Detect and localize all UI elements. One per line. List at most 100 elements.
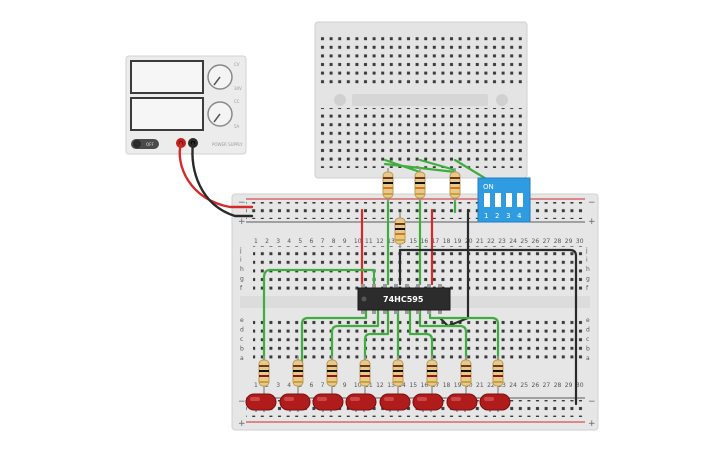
- dip-switch-on-label: ON: [483, 183, 494, 191]
- led2-wire[interactable]: [300, 308, 368, 364]
- input-resistors: [382, 168, 461, 248]
- column-number-top: 9: [343, 238, 347, 245]
- rail-bottom-minus-right: −: [588, 397, 596, 407]
- column-number-top: 26: [532, 238, 540, 245]
- led7-wire[interactable]: [418, 308, 468, 364]
- row-letter: c: [240, 336, 243, 343]
- column-number-top: 15: [409, 238, 417, 245]
- led[interactable]: [446, 393, 478, 412]
- wires: [178, 141, 578, 406]
- resistor[interactable]: [292, 356, 304, 396]
- row-letter: e: [586, 317, 590, 324]
- column-number-bottom: 7: [321, 382, 325, 389]
- row-letter: e: [240, 317, 244, 324]
- knob2-label-bottom: 5A: [234, 124, 240, 129]
- resistor[interactable]: [359, 356, 371, 396]
- column-number-top: 30: [576, 238, 584, 245]
- dip-number-3: 3: [506, 212, 510, 220]
- qa-wire[interactable]: [268, 268, 376, 286]
- dip-number-1: 1: [484, 212, 488, 220]
- row-letter: h: [240, 266, 244, 273]
- row-letter: f: [586, 285, 589, 292]
- dip-number-4: 4: [517, 212, 522, 220]
- dip-toggle-4[interactable]: [517, 193, 523, 207]
- dip-toggle-2[interactable]: [495, 193, 501, 207]
- resistor[interactable]: [382, 168, 394, 202]
- power-supply[interactable]: CV 30V CC 5A OFF POWER SUPPLY: [125, 55, 247, 155]
- column-number-top: 10: [354, 238, 362, 245]
- dip-toggle-3[interactable]: [506, 193, 512, 207]
- column-number-bottom: 26: [532, 382, 540, 389]
- chip-pin: [427, 309, 431, 314]
- resistor[interactable]: [394, 212, 406, 248]
- column-number-bottom: 24: [509, 382, 517, 389]
- row-letter: j: [239, 247, 242, 254]
- led[interactable]: [479, 393, 511, 412]
- column-number-top: 1: [254, 238, 258, 245]
- current-display: [130, 97, 204, 131]
- led8-wire[interactable]: [428, 308, 500, 364]
- dip-toggle-1[interactable]: [484, 193, 490, 207]
- column-number-top: 2: [265, 238, 269, 245]
- chip-pin: [416, 284, 420, 289]
- row-letter: f: [240, 285, 243, 292]
- chip-pin: [383, 284, 387, 289]
- shift-register-chip[interactable]: 74HC595: [357, 284, 451, 314]
- row-letter: h: [586, 266, 590, 273]
- column-number-bottom: 18: [443, 382, 451, 389]
- column-number-top: 17: [432, 238, 440, 245]
- mini-breadboard[interactable]: [314, 21, 528, 179]
- led3-wire[interactable]: [330, 308, 380, 364]
- resistor[interactable]: [492, 356, 504, 396]
- resistor[interactable]: [460, 356, 472, 396]
- column-number-bottom: 21: [476, 382, 484, 389]
- column-number-bottom: 14: [398, 382, 406, 389]
- row-letter: d: [240, 327, 244, 334]
- column-number-top: 25: [520, 238, 528, 245]
- led4-wire[interactable]: [363, 308, 390, 364]
- chip-pin: [394, 284, 398, 289]
- column-number-top: 24: [509, 238, 517, 245]
- rail-top-plus: +: [238, 217, 246, 227]
- chip-pin: [438, 284, 442, 289]
- mini-breadboard-gap: [352, 94, 488, 106]
- main-breadboard[interactable]: − + − + − + − + 123456789101112131415161…: [231, 193, 599, 431]
- column-number-top: 27: [543, 238, 551, 245]
- row-letter: g: [240, 276, 244, 283]
- rail-bottom-plus-right: +: [588, 419, 596, 429]
- led[interactable]: [312, 393, 344, 412]
- led1-wire[interactable]: [262, 268, 272, 364]
- column-number-bottom: 13: [387, 382, 395, 389]
- led[interactable]: [245, 393, 277, 412]
- led[interactable]: [279, 393, 311, 412]
- resistor[interactable]: [414, 168, 426, 202]
- led[interactable]: [412, 393, 444, 412]
- resistor[interactable]: [392, 356, 404, 396]
- psu-red-lead[interactable]: [178, 141, 254, 209]
- column-number-bottom: 4: [287, 382, 291, 389]
- column-number-top: 13: [387, 238, 395, 245]
- chip-pin: [427, 284, 431, 289]
- knob1-label-top: CV: [234, 62, 240, 67]
- resistor[interactable]: [449, 168, 461, 202]
- row-letter: b: [586, 346, 590, 353]
- resistor[interactable]: [258, 356, 270, 396]
- led[interactable]: [379, 393, 411, 412]
- dip-switch[interactable]: ON 1 2 3 4: [477, 177, 531, 223]
- rail-bottom-plus: +: [238, 419, 246, 429]
- led[interactable]: [345, 393, 377, 412]
- column-number-top: 4: [287, 238, 291, 245]
- chip-oe-wire[interactable]: [438, 208, 470, 328]
- ground-return-wire[interactable]: [398, 248, 578, 406]
- resistor[interactable]: [326, 356, 338, 396]
- led6-wire[interactable]: [408, 308, 434, 364]
- column-number-top: 16: [421, 238, 429, 245]
- rail-bottom-minus: −: [238, 397, 246, 407]
- column-number-bottom: 15: [409, 382, 417, 389]
- psu-black-lead[interactable]: [191, 141, 254, 218]
- column-number-top: 11: [365, 238, 373, 245]
- resistor[interactable]: [426, 356, 438, 396]
- chip-pin: [438, 309, 442, 314]
